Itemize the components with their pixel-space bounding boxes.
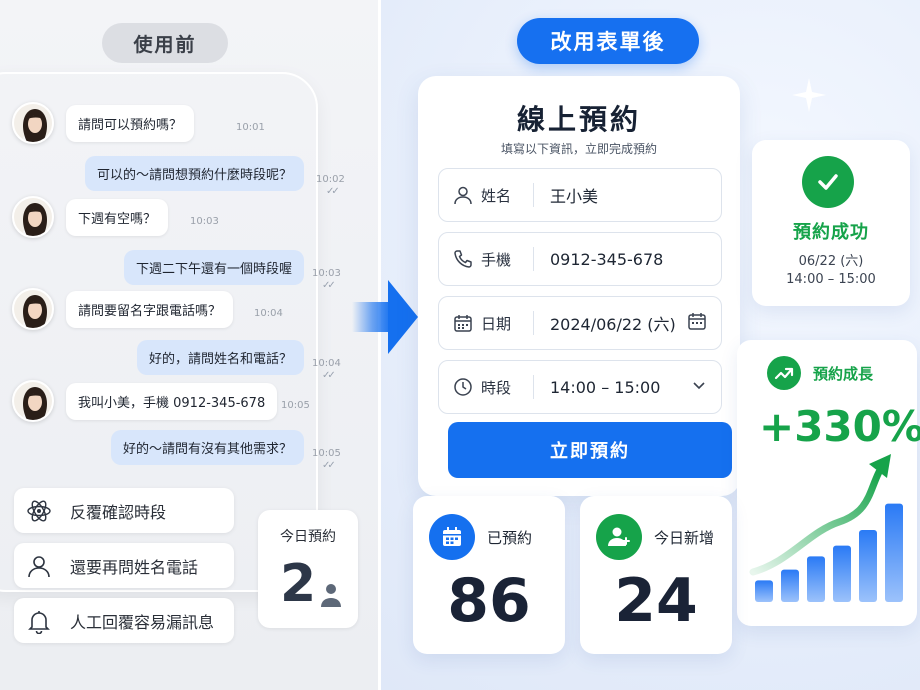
incoming-message: 請問可以預約嗎？ <box>12 102 195 144</box>
field-label: 姓名 <box>481 186 512 205</box>
avatar <box>12 288 54 330</box>
message-time: 10:04 <box>254 308 283 319</box>
phone-frame <box>0 72 318 592</box>
message-bubble: 下週有空嗎？ <box>66 198 169 236</box>
pain-point-label: 反覆確認時段 <box>70 502 167 522</box>
stat-value: 86 <box>447 566 531 636</box>
incoming-message: 下週有空嗎？ <box>12 196 169 238</box>
growth-bar-chart <box>749 454 903 602</box>
today-bookings-count: 2 <box>280 554 317 614</box>
avatar <box>12 196 54 238</box>
field-value: 0912-345-678 <box>550 249 664 269</box>
pain-point-missed: 人工回覆容易漏訊息 <box>14 598 234 643</box>
success-title: 預約成功 <box>793 222 869 243</box>
atom-icon <box>27 500 51 521</box>
message-bubble: 請問要留名字跟電話嗎？ <box>66 290 234 328</box>
stat-value: 24 <box>614 566 698 636</box>
user-icon <box>28 555 50 577</box>
timeslot-select[interactable]: 時段 14:00 – 15:00 <box>438 360 722 414</box>
field-value: 14:00 – 15:00 <box>550 377 661 397</box>
pain-point-label: 還要再問姓名電話 <box>70 557 199 577</box>
read-receipt-icon: ✓✓ <box>326 186 340 197</box>
message-bubble-outgoing: 好的～請問有沒有其他需求？ <box>110 430 304 465</box>
message-bubble: 請問可以預約嗎？ <box>66 104 195 142</box>
add-user-icon <box>608 527 630 546</box>
field-label: 手機 <box>481 250 512 269</box>
success-time: 14:00 – 15:00 <box>786 272 876 287</box>
growth-label: 預約成長 <box>813 364 874 383</box>
message-bubble-outgoing: 可以的～請問想預約什麼時段呢？ <box>84 156 304 191</box>
submit-booking-button[interactable]: 立即預約 <box>448 422 732 478</box>
growth-bar <box>755 580 773 602</box>
growth-bar <box>859 530 877 602</box>
message-bubble: 我叫小美，手機 0912-345-678 <box>66 382 278 420</box>
form-subtitle: 填寫以下資訊，立即完成預約 <box>500 142 657 156</box>
growth-bar <box>885 503 903 602</box>
clock-icon <box>454 378 472 396</box>
trend-arrow-line <box>749 468 883 576</box>
pain-point-time: 反覆確認時段 <box>14 488 234 533</box>
panel-divider <box>378 0 381 690</box>
growth-percent: +330% <box>759 402 920 451</box>
sparkle-icon <box>792 78 826 112</box>
growth-card: 預約成長 +330% <box>737 340 920 626</box>
avatar <box>12 102 54 144</box>
field-value: 王小美 <box>550 187 599 206</box>
after-label: 改用表單後 <box>517 18 699 64</box>
field-value: 2024/06/22 (六) <box>550 315 676 334</box>
name-field[interactable]: 姓名 王小美 <box>438 168 722 222</box>
phone-field[interactable]: 手機 0912-345-678 <box>438 232 722 286</box>
field-label: 日期 <box>481 314 512 333</box>
message-time: 10:03 <box>312 268 341 279</box>
today-bookings-card: 今日預約 2 <box>258 510 358 628</box>
before-label: 使用前 <box>102 23 228 63</box>
growth-bar <box>833 545 851 602</box>
message-bubble-outgoing: 下週二下午還有一個時段喔 <box>123 250 304 285</box>
trend-up-icon <box>774 367 794 380</box>
avatar <box>12 380 54 422</box>
date-field[interactable]: 日期 2024/06/22 (六) <box>438 296 722 350</box>
stat-label: 已預約 <box>487 528 533 547</box>
booked-stat-card: 已預約 86 <box>413 496 565 654</box>
growth-bar <box>807 556 825 602</box>
pain-point-contact: 還要再問姓名電話 <box>14 543 234 588</box>
read-receipt-icon: ✓✓ <box>322 370 336 381</box>
user-icon <box>454 186 472 205</box>
phone-icon <box>454 250 472 268</box>
booking-form: 線上預約 填寫以下資訊，立即完成預約 姓名 王小美 手機 0912-345-67… <box>418 76 740 496</box>
today-bookings-label: 今日預約 <box>280 529 336 545</box>
new-today-stat-card: 今日新增 24 <box>580 496 732 654</box>
arrow-right-icon <box>352 280 418 354</box>
pain-point-label: 人工回覆容易漏訊息 <box>70 612 215 632</box>
message-time: 10:05 <box>312 448 341 459</box>
calendar-icon <box>443 527 461 546</box>
message-time: 10:02 <box>316 174 345 185</box>
trend-arrow-head <box>869 454 891 478</box>
person-icon <box>321 584 341 607</box>
message-time: 10:01 <box>236 122 265 133</box>
message-time: 10:03 <box>190 216 219 227</box>
message-bubble-outgoing: 好的，請問姓名和電話？ <box>136 340 304 375</box>
chevron-down-icon[interactable] <box>691 377 707 393</box>
read-receipt-icon: ✓✓ <box>322 280 336 291</box>
success-date: 06/22 (六) <box>798 254 864 269</box>
form-title: 線上預約 <box>516 103 641 136</box>
calendar-picker-icon[interactable] <box>687 311 707 331</box>
booking-success-card: 預約成功 06/22 (六) 14:00 – 15:00 <box>752 140 910 306</box>
message-time: 10:05 <box>281 400 310 411</box>
message-time: 10:04 <box>312 358 341 369</box>
check-icon <box>818 174 838 190</box>
calendar-icon <box>454 315 472 332</box>
read-receipt-icon: ✓✓ <box>322 460 336 471</box>
bell-icon <box>28 610 50 634</box>
field-label: 時段 <box>481 378 512 397</box>
incoming-message: 我叫小美，手機 0912-345-678 <box>12 380 278 422</box>
stat-label: 今日新增 <box>654 528 715 547</box>
growth-bar <box>781 569 799 602</box>
incoming-message: 請問要留名字跟電話嗎？ <box>12 288 234 330</box>
